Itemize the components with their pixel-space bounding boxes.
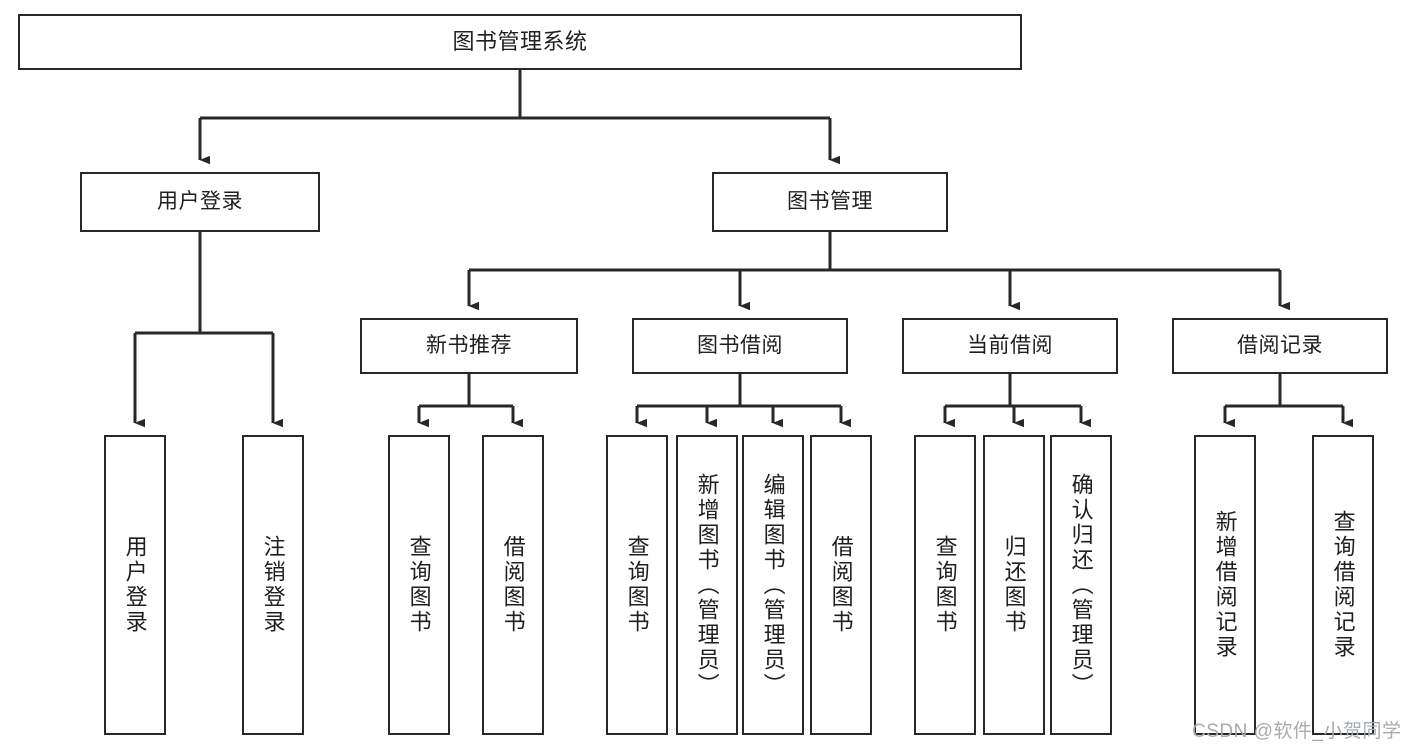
node-leaf-edit-book-label: 编辑图书（管理员） xyxy=(760,472,786,698)
node-leaf-query-book-3[interactable]: 查询图书 xyxy=(914,435,976,735)
watermark-text: CSDN @软件_小贺同学 xyxy=(1192,721,1402,742)
node-leaf-edit-book[interactable]: 编辑图书（管理员） xyxy=(742,435,804,735)
node-borrow-record[interactable]: 借阅记录 xyxy=(1172,318,1388,374)
node-book-manage[interactable]: 图书管理 xyxy=(712,172,948,232)
node-borrow-record-label: 借阅记录 xyxy=(1237,334,1323,358)
node-book-borrow[interactable]: 图书借阅 xyxy=(632,318,848,374)
node-current-borrow-label: 当前借阅 xyxy=(967,334,1053,358)
node-book-borrow-label: 图书借阅 xyxy=(697,334,783,358)
node-leaf-borrow-book-2-label: 借阅图书 xyxy=(828,535,854,635)
node-leaf-borrow-book-1-label: 借阅图书 xyxy=(500,535,526,635)
node-leaf-borrow-book-1[interactable]: 借阅图书 xyxy=(482,435,544,735)
node-leaf-logout-label: 注销登录 xyxy=(260,535,286,635)
node-leaf-query-record-label: 查询借阅记录 xyxy=(1330,510,1356,660)
node-leaf-confirm-return[interactable]: 确认归还（管理员） xyxy=(1050,435,1112,735)
node-leaf-user-login-label: 用户登录 xyxy=(122,535,148,635)
node-leaf-return-book[interactable]: 归还图书 xyxy=(983,435,1045,735)
node-leaf-return-book-label: 归还图书 xyxy=(1001,535,1027,635)
node-leaf-query-book-3-label: 查询图书 xyxy=(932,535,958,635)
node-user-login-label: 用户登录 xyxy=(157,190,243,214)
node-leaf-query-book-2-label: 查询图书 xyxy=(624,535,650,635)
node-root[interactable]: 图书管理系统 xyxy=(18,14,1022,70)
node-leaf-add-record-label: 新增借阅记录 xyxy=(1212,510,1238,660)
node-leaf-query-book-1[interactable]: 查询图书 xyxy=(388,435,450,735)
node-leaf-query-record[interactable]: 查询借阅记录 xyxy=(1312,435,1374,735)
node-leaf-query-book-1-label: 查询图书 xyxy=(406,535,432,635)
node-book-manage-label: 图书管理 xyxy=(787,190,873,214)
node-leaf-borrow-book-2[interactable]: 借阅图书 xyxy=(810,435,872,735)
node-leaf-user-login[interactable]: 用户登录 xyxy=(104,435,166,735)
node-leaf-add-book[interactable]: 新增图书（管理员） xyxy=(676,435,738,735)
node-user-login[interactable]: 用户登录 xyxy=(80,172,320,232)
node-leaf-add-book-label: 新增图书（管理员） xyxy=(694,472,720,698)
node-leaf-confirm-return-label: 确认归还（管理员） xyxy=(1068,472,1094,698)
node-leaf-add-record[interactable]: 新增借阅记录 xyxy=(1194,435,1256,735)
node-root-label: 图书管理系统 xyxy=(452,28,588,54)
watermark: CSDN @软件_小贺同学 xyxy=(1192,716,1401,743)
node-new-book-recommend[interactable]: 新书推荐 xyxy=(360,318,578,374)
node-leaf-logout[interactable]: 注销登录 xyxy=(242,435,304,735)
node-current-borrow[interactable]: 当前借阅 xyxy=(902,318,1118,374)
node-leaf-query-book-2[interactable]: 查询图书 xyxy=(606,435,668,735)
node-new-book-recommend-label: 新书推荐 xyxy=(426,334,512,358)
